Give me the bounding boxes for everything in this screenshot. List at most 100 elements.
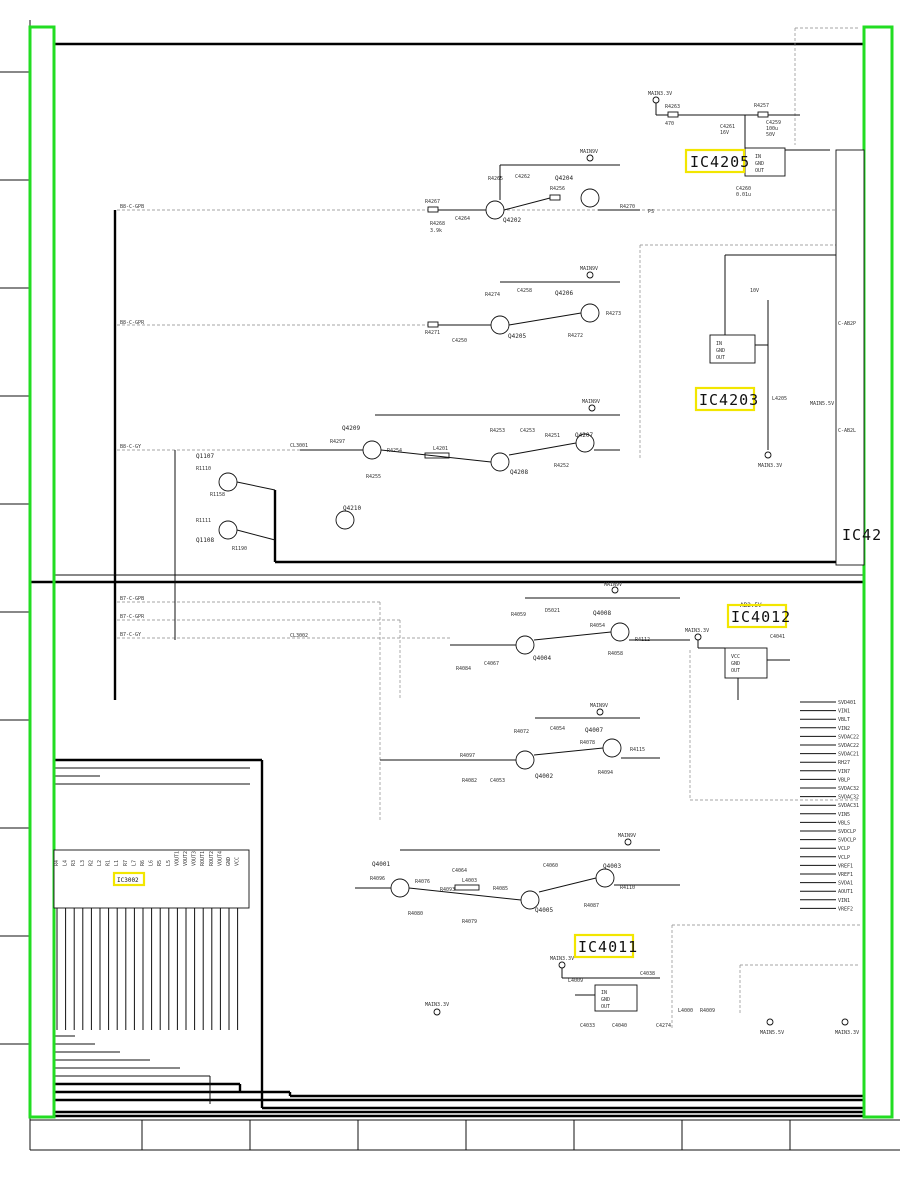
q4004-label: Q4004 [533,655,551,662]
q4008-symbol[interactable] [610,622,630,642]
bottom-terminals: MAIN3.3V MAIN5.5V MAIN3.3V [425,1002,859,1036]
l4201-coil[interactable] [424,452,450,459]
q1107-symbol[interactable] [218,472,238,492]
r4256[interactable] [549,194,561,201]
right-pin-label: SVDAC22 [838,743,859,749]
right-selection-box[interactable] [862,25,894,1119]
ic3002-pin-label: R1 [106,860,112,866]
ic3002-pin-label: R5 [157,860,163,866]
ic3002-pin-label: L6 [149,860,155,866]
q4202-symbol[interactable] [485,200,505,220]
main9v-label-4: MAIN9V [604,582,622,588]
c4041-label: C4041 [770,634,785,640]
r4267-label: R4267 [425,199,440,205]
c4054-label: C4054 [550,726,565,732]
main9v-terminal-5 [596,708,604,716]
right-pin-label: SVDCLP [838,829,856,835]
ic4203-label: IC4203 [699,391,759,409]
b7-c-gy-label: B7-C-GY [120,632,141,638]
q1108-symbol[interactable] [218,520,238,540]
c4259-label: C4259 [766,120,781,126]
q4005-label: Q4005 [535,907,553,914]
r4297-label: R4297 [330,439,345,445]
ic3002-body[interactable] [53,849,250,909]
ic3002-pin-label: R4 [54,860,60,866]
q4002-symbol[interactable] [515,750,535,770]
ic4012-block: AB2.5V IC4012 MAIN3.3V VCC GND OUT C4041 [685,602,790,700]
q4001-stage: MAIN9V Q4001 Q4003 Q4005 L4003 R4096 R40… [355,833,680,925]
ic4205-pin-in: IN [755,154,761,160]
ic4012-body[interactable] [724,647,768,679]
l4003-coil[interactable] [454,884,480,891]
ic42-label: IC42 [842,526,882,544]
ic3002-pin-label: R2 [88,860,94,866]
main9v-terminal-6 [624,838,632,846]
r4271[interactable] [427,321,439,328]
q4205-label: Q4205 [508,333,526,340]
ic4011-highlight [573,933,635,959]
main9v-terminal-3 [588,404,596,412]
main9v-label-6: MAIN9V [618,833,636,839]
q4205-symbol[interactable] [490,315,510,335]
q4204-symbol[interactable] [580,188,600,208]
c4040-label: C4040 [612,1023,627,1029]
r4272-label: R4272 [568,333,583,339]
r4094-label: R4094 [598,770,613,776]
q4001-symbol[interactable] [390,878,410,898]
ic3002-pin-label: L3 [80,860,86,866]
main3-3v-terminal-top [652,96,660,104]
q4210-symbol[interactable] [335,510,355,530]
main3-3v-terminal-ic4012 [694,633,702,641]
ic3002-pin-label: VOUT1 [174,851,180,866]
ic4011-pin-out: OUT [601,1004,610,1010]
c4260-value: 0.01u [736,192,751,198]
q4208-symbol[interactable] [490,452,510,472]
r4082-label: R4082 [462,778,477,784]
q4007-symbol[interactable] [602,738,622,758]
sheet-frame [0,20,900,1151]
ic4203-highlight [694,386,756,412]
left-selection-box[interactable] [28,25,56,1119]
r4267[interactable] [427,206,439,213]
r4085-label: R4085 [493,886,508,892]
r4263[interactable] [667,111,679,118]
ic3002-pin-label: VOUT4 [217,851,223,866]
q4206-symbol[interactable] [580,303,600,323]
ic4203-pin-in: IN [716,341,722,347]
right-pin-label: VIN1 [838,898,850,904]
right-pin-label: SVDAC32 [838,786,859,792]
right-pin-label: AOUT1 [838,889,853,895]
ic4203-block: IN GND OUT IC4203 MAIN3.3V L4205 10V [694,254,860,469]
q4004-symbol[interactable] [515,635,535,655]
ic4012-pin-gnd: GND [731,661,740,667]
ic4205-body[interactable] [744,147,786,177]
ic4205-highlight [684,148,746,174]
r4252-label: R4252 [554,463,569,469]
b7-c-gpb-label: B7-C-GPB [120,596,144,602]
ic3002-pin-label: R7 [123,860,129,866]
r4257[interactable] [757,111,769,118]
r4110-label: R4110 [620,885,635,891]
d5021-label: D5021 [545,608,560,614]
right-pin-label: SVDAC21 [838,752,859,758]
q4003-symbol[interactable] [595,868,615,888]
c4261-voltage: 16V [720,130,729,136]
right-pin-label: VCLP [838,855,850,861]
l4003-label: L4003 [462,878,477,884]
r1111-label: R1111 [196,518,211,524]
q4007-label: Q4007 [585,727,603,734]
b7-c-gpr-label: B7-C-GPR [120,614,145,620]
ic4011-body[interactable] [594,984,638,1012]
ic4203-body[interactable] [709,334,756,364]
ic4203-pin-out: OUT [716,355,725,361]
right-pin-label: VBLP [838,777,850,783]
q4209-symbol[interactable] [362,440,382,460]
ic4205-block: MAIN3.3V R4263 470 R4257 IN GND OUT IC42… [648,91,830,198]
q4210-label: Q4210 [343,505,361,512]
r4059-label: R4059 [511,612,526,618]
right-pin-label: SVDCLP [838,838,856,844]
right-edge-parts: IC42 C-AB2P C-AB2L MAIN5.5V [810,149,882,566]
ic3002-pin-label: ROUT2 [209,851,215,866]
q1108-label: Q1108 [196,537,214,544]
